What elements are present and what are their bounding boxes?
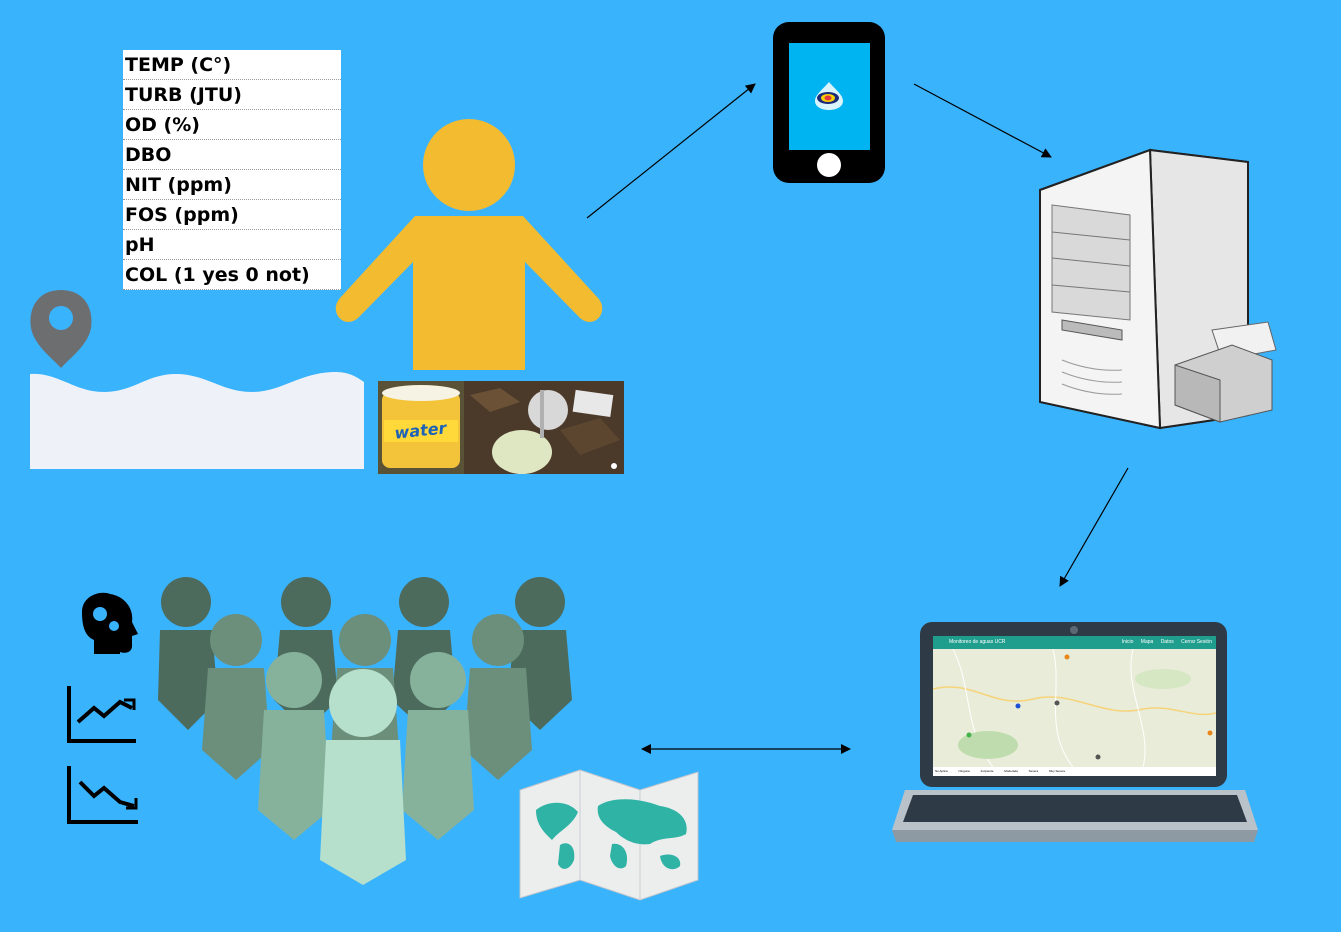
field-photo-sampling xyxy=(464,381,624,474)
nav-item[interactable]: Cerrar Sesión xyxy=(1181,639,1212,645)
arrow-person-to-phone xyxy=(586,83,756,219)
world-map-icon xyxy=(519,769,699,901)
arrow-phone-to-server xyxy=(913,83,1052,158)
printer-icon xyxy=(1174,321,1277,423)
laptop-app-nav: Inicio Mapa Datos Cerrar Sesión xyxy=(1116,636,1212,649)
laptop-map-legend: No Aplica Ninguna Incipiente Moderada Se… xyxy=(933,767,1216,776)
brain-gears-icon xyxy=(82,592,138,654)
crowd-icon xyxy=(158,577,572,885)
person-icon xyxy=(335,119,603,370)
nav-item[interactable]: Datos xyxy=(1160,639,1174,645)
nav-item[interactable]: Inicio xyxy=(1121,639,1134,645)
arrow-server-to-laptop xyxy=(1059,467,1129,587)
laptop-screen: Monitoreo de aguas UCR Inicio Mapa Datos… xyxy=(933,636,1216,776)
legend-item: Moderada xyxy=(1004,769,1018,773)
app-logo-icon xyxy=(815,82,843,110)
parameter-row: NIT (ppm) xyxy=(123,170,341,200)
legend-item: Incipiente xyxy=(980,769,994,773)
nav-item[interactable]: Mapa xyxy=(1140,639,1154,645)
parameter-row: OD (%) xyxy=(123,110,341,140)
server-icon xyxy=(1039,148,1249,430)
location-pin-icon xyxy=(30,290,92,368)
laptop-map xyxy=(933,648,1216,768)
parameter-row: COL (1 yes 0 not) xyxy=(123,260,341,290)
legend-item: Muy Severa xyxy=(1048,769,1065,773)
legend-item: No Aplica xyxy=(935,769,948,773)
laptop-app-title: Monitoreo de aguas UCR xyxy=(949,639,1006,645)
trend-up-chart-icon xyxy=(67,686,136,743)
field-photo-kit: water xyxy=(378,381,464,474)
parameter-row: FOS (ppm) xyxy=(123,200,341,230)
laptop-app-topbar: Monitoreo de aguas UCR Inicio Mapa Datos… xyxy=(933,636,1216,649)
parameter-row: TURB (JTU) xyxy=(123,80,341,110)
trend-down-chart-icon xyxy=(67,766,138,824)
water-body-icon xyxy=(30,372,364,469)
parameter-row: pH xyxy=(123,230,341,260)
parameter-row: DBO xyxy=(123,140,341,170)
legend-item: Severa xyxy=(1028,769,1039,773)
legend-item: Ninguna xyxy=(958,769,970,773)
parameter-row: TEMP (C°) xyxy=(123,50,341,80)
